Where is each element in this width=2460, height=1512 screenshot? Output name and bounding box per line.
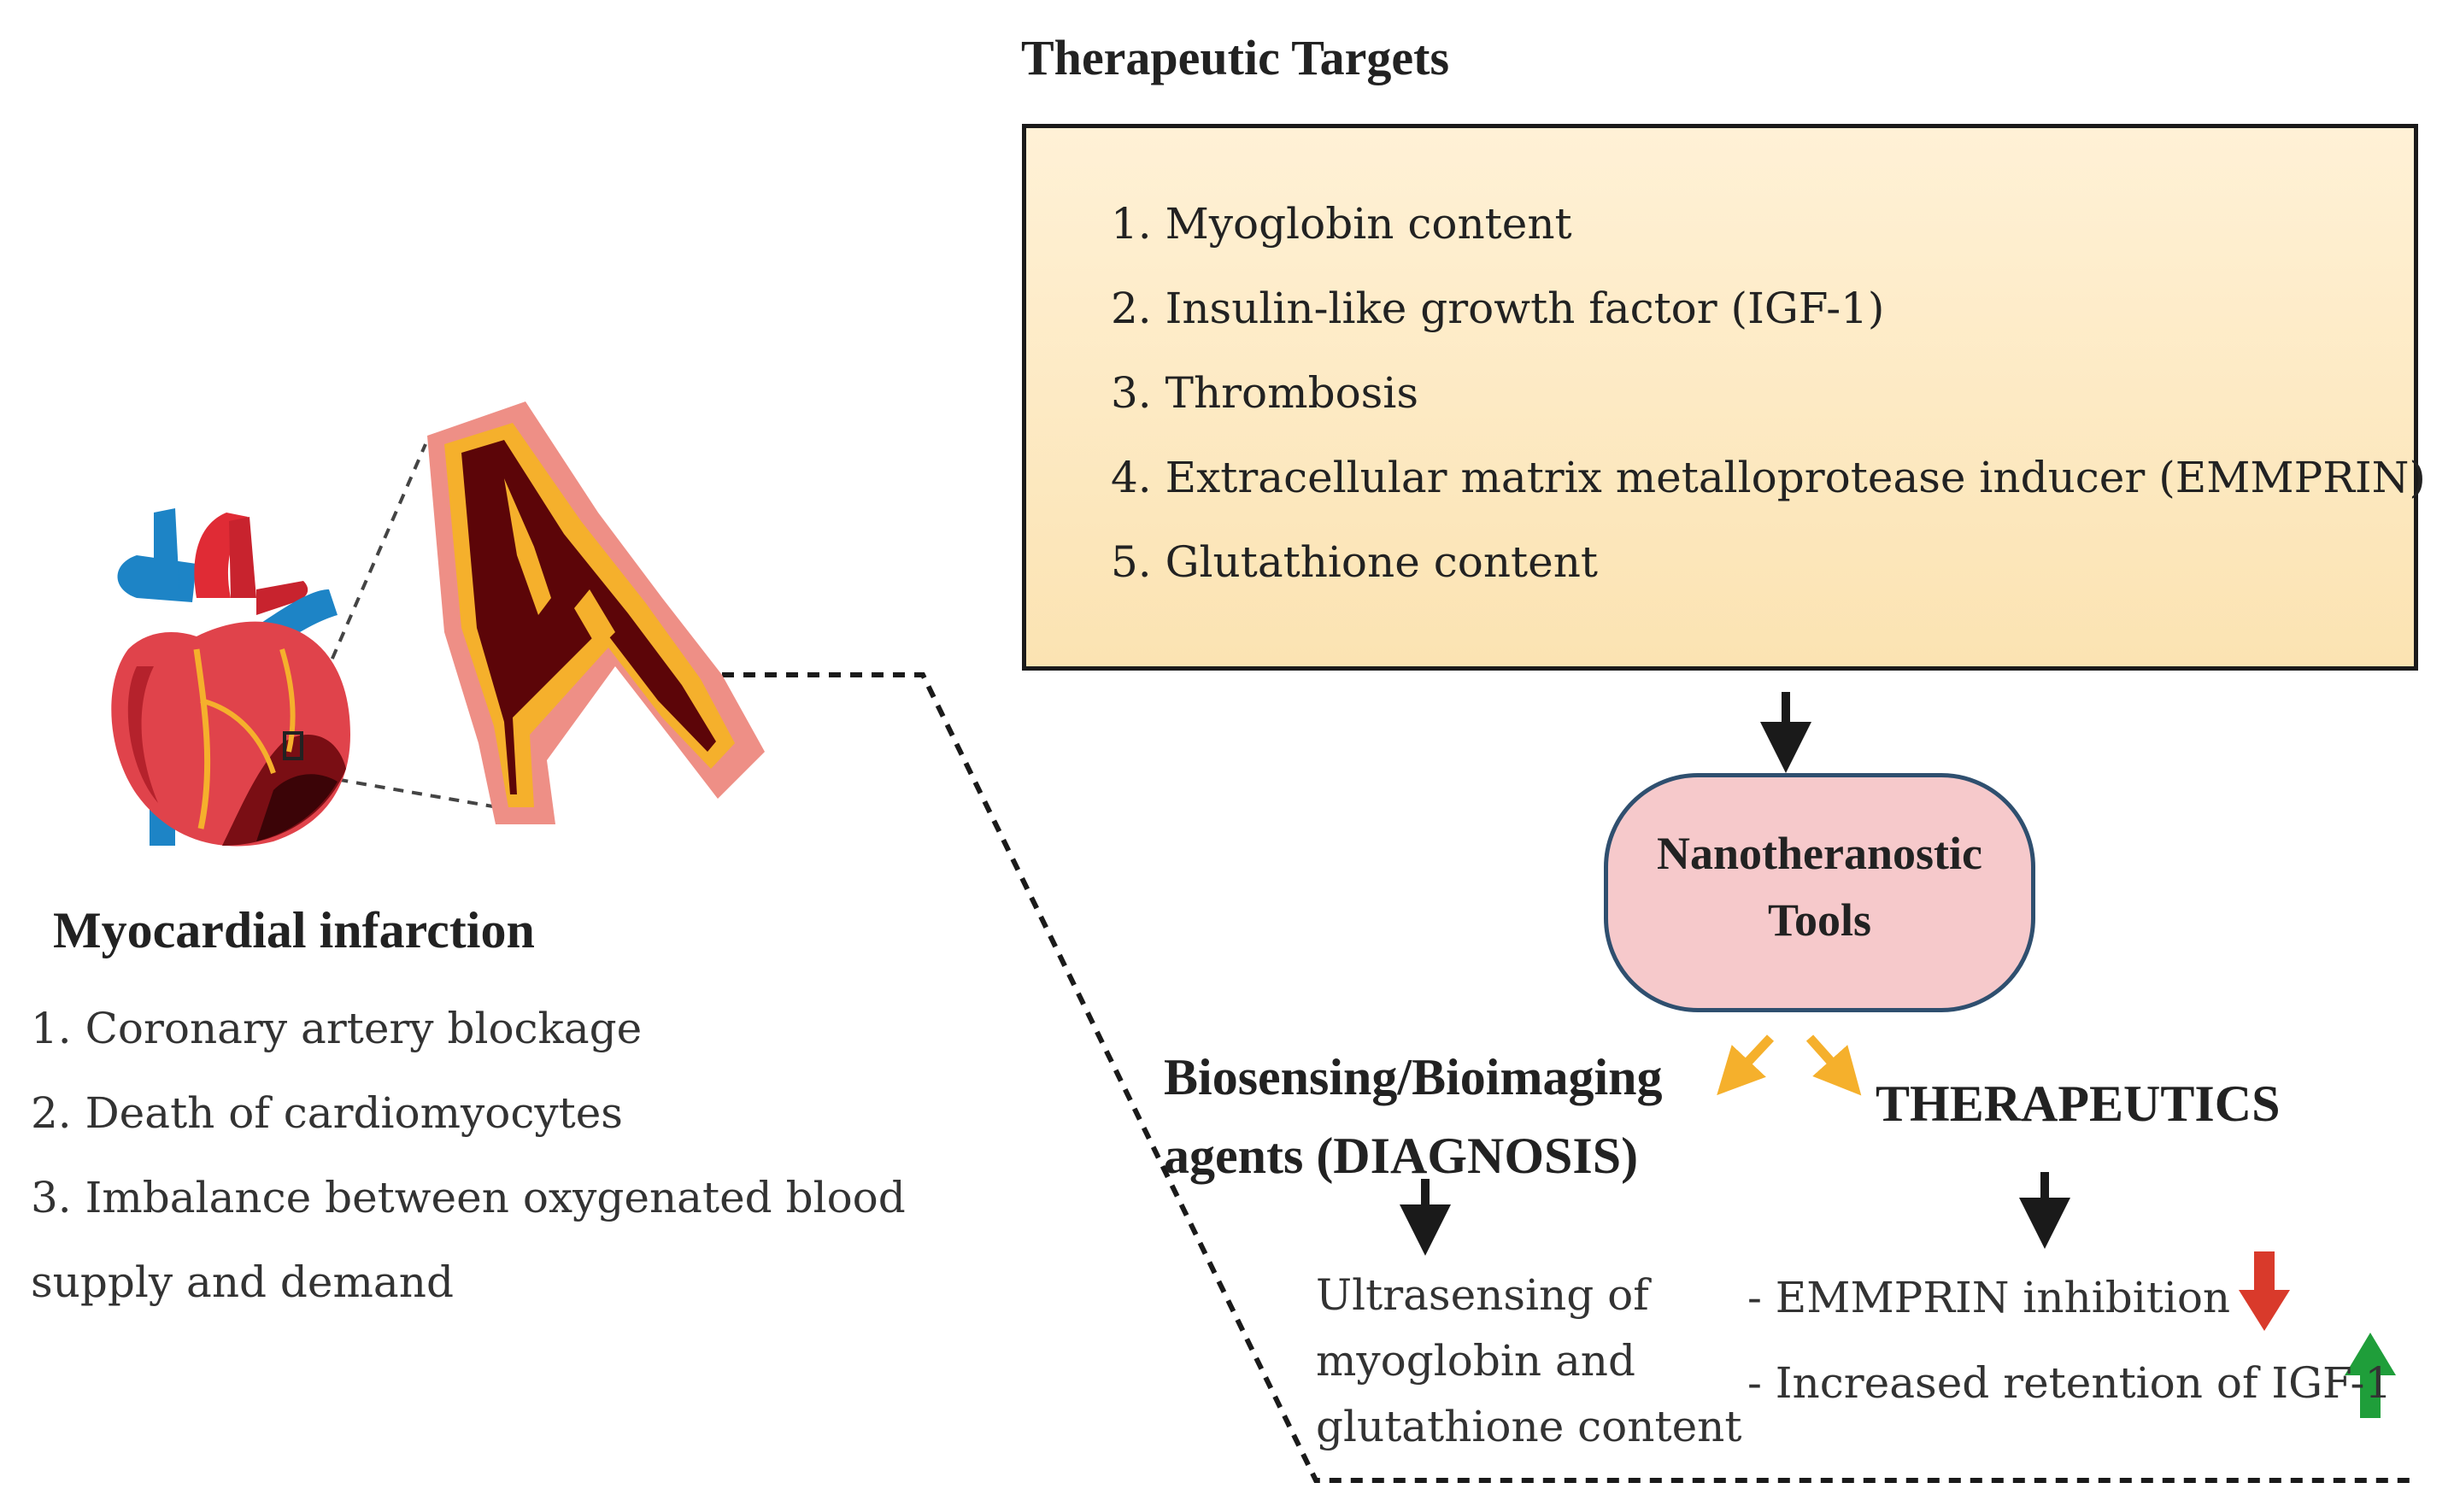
therapeutic-targets-box [1022, 124, 2418, 671]
heart-illustration [111, 508, 350, 847]
nanotheranostic-tools-box [1604, 773, 2035, 1012]
infarction-item: 3. Imbalance between oxygenated blood [31, 1173, 906, 1222]
infarction-item: 2. Death of cardiomyocytes [31, 1088, 623, 1138]
therapeutics-item: - Increased retention of IGF-1 [1747, 1358, 2392, 1408]
nanotheranostic-tools-label: Nanotheranostic Tools [1657, 828, 1982, 946]
therapeutic-targets-title: Therapeutic Targets [1021, 30, 1450, 85]
target-item: 4. Extracellular matrix metalloprotease … [1111, 453, 2426, 502]
target-item: 1. Myoglobin content [1111, 199, 1572, 249]
target-item: 5. Glutathione content [1111, 537, 1598, 587]
target-item: 3. Thrombosis [1111, 368, 1418, 418]
dotted-bracket [722, 672, 2410, 1483]
zoom-connector-upper [293, 443, 427, 746]
infarction-item: supply and demand [31, 1257, 454, 1307]
myocardial-infarction-title: Myocardial infarction [53, 902, 535, 958]
diagnosis-result: Ultrasensing of myoglobin and glutathion… [1316, 1270, 1742, 1451]
blocked-artery-illustration [427, 401, 765, 824]
diagnosis-title: Biosensing/Bioimaging agents (DIAGNOSIS) [1164, 1049, 1663, 1184]
target-item: 2. Insulin-like growth factor (IGF-1) [1111, 284, 1885, 333]
arrow-tools-to-diagnosis [1717, 1034, 1775, 1096]
therapeutics-item: - EMMPRIN inhibition [1747, 1273, 2231, 1322]
infarction-item: 1. Coronary artery blockage [31, 1004, 643, 1053]
up-arrow-icon [2345, 1333, 2396, 1418]
down-arrow-icon [2239, 1251, 2290, 1331]
arrow-tools-to-therapeutics [1805, 1034, 1862, 1096]
therapeutics-title: THERAPEUTICS [1876, 1075, 2281, 1132]
